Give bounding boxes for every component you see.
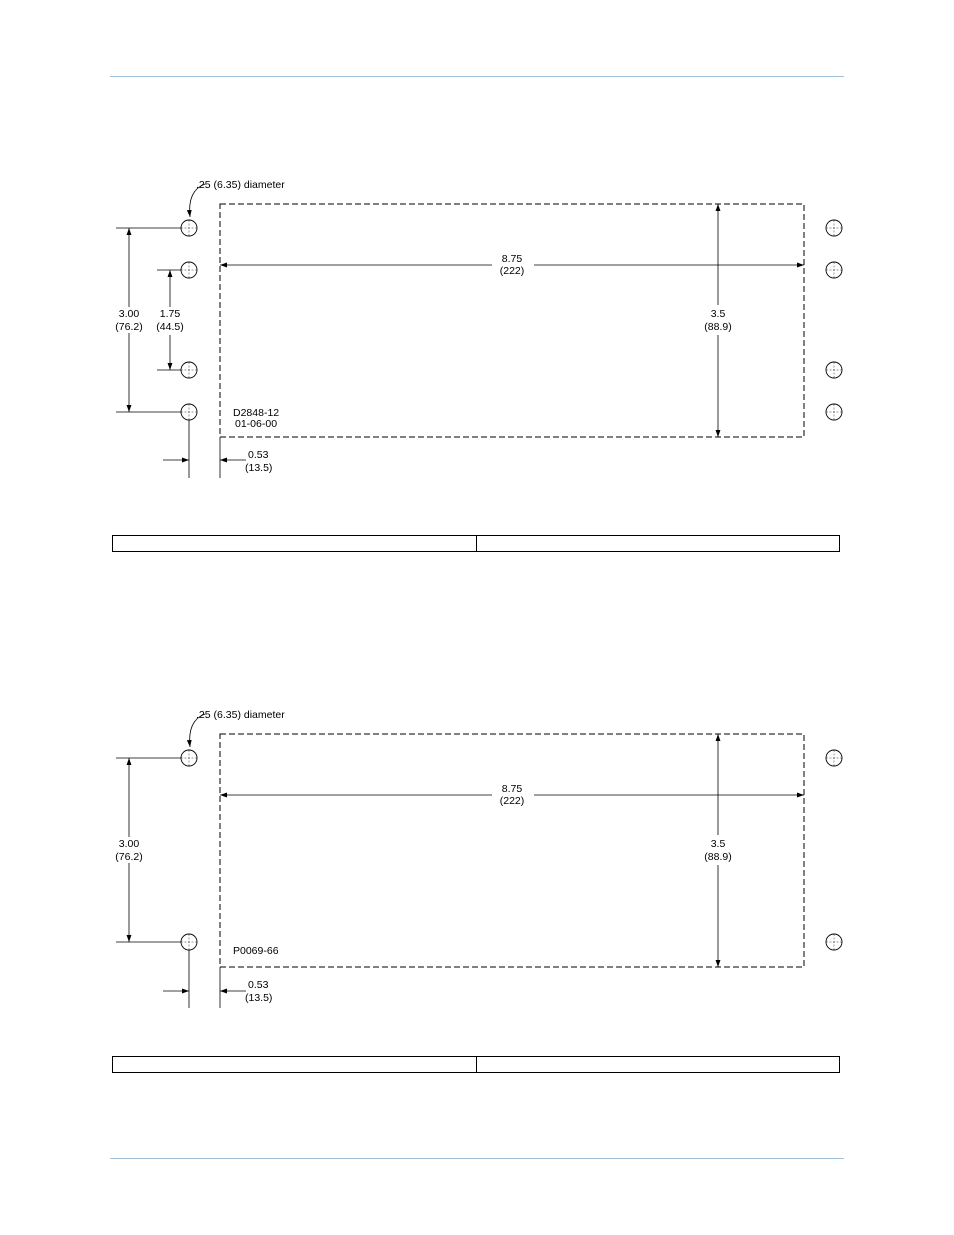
offset-mm: (13.5) xyxy=(245,462,272,474)
inner-spacing-inches: 1.75 xyxy=(160,308,181,320)
inner-spacing-mm: (44.5) xyxy=(156,321,183,333)
mounting-hole xyxy=(180,261,198,279)
width-mm: (222) xyxy=(500,795,525,807)
drawing-date: 01-06-00 xyxy=(235,418,277,430)
callout-leader xyxy=(186,713,206,748)
mounting-hole xyxy=(825,361,843,379)
outer-spacing-mm: (76.2) xyxy=(115,321,142,333)
callout-leader xyxy=(186,183,206,218)
drawing-number: D2848-12 xyxy=(233,407,279,419)
height-inches: 3.5 xyxy=(711,838,726,850)
offset-inches: 0.53 xyxy=(248,449,269,461)
mounting-hole xyxy=(825,933,843,951)
width-mm: (222) xyxy=(500,265,525,277)
outer-spacing-mm: (76.2) xyxy=(115,851,142,863)
hole-diameter-callout: .25 (6.35) diameter xyxy=(196,179,285,191)
caption-table xyxy=(112,535,840,552)
caption-table xyxy=(112,1056,840,1073)
offset-mm: (13.5) xyxy=(245,992,272,1004)
panel-cutout-outline xyxy=(219,203,805,438)
mounting-hole xyxy=(180,403,198,421)
caption-cell-left xyxy=(113,536,476,551)
mounting-hole xyxy=(825,749,843,767)
mounting-hole xyxy=(180,361,198,379)
outer-spacing-inches: 3.00 xyxy=(119,838,140,850)
cutout-drawing-2-hole: .25 (6.35) diameter 3.00 (76.2) 8.75 (22… xyxy=(115,709,843,1008)
width-inches: 8.75 xyxy=(502,253,523,265)
height-mm: (88.9) xyxy=(704,851,731,863)
caption-cell-right xyxy=(475,1057,840,1072)
caption-cell-right xyxy=(475,536,840,551)
header-rule xyxy=(110,76,844,77)
footer-rule xyxy=(110,1158,844,1159)
mounting-hole xyxy=(180,219,198,237)
offset-inches: 0.53 xyxy=(248,979,269,991)
cutout-drawing-4-hole: .25 (6.35) diameter xyxy=(115,179,843,478)
drawing-number: P0069-66 xyxy=(233,945,279,957)
mounting-hole xyxy=(180,749,198,767)
panel-cutout-outline xyxy=(219,733,805,968)
mounting-hole xyxy=(825,219,843,237)
outer-spacing-inches: 3.00 xyxy=(119,308,140,320)
hole-diameter-callout: .25 (6.35) diameter xyxy=(196,709,285,721)
caption-cell-left xyxy=(113,1057,476,1072)
width-inches: 8.75 xyxy=(502,783,523,795)
mounting-hole xyxy=(825,403,843,421)
mounting-hole xyxy=(180,933,198,951)
mounting-hole xyxy=(825,261,843,279)
height-inches: 3.5 xyxy=(711,308,726,320)
height-mm: (88.9) xyxy=(704,321,731,333)
